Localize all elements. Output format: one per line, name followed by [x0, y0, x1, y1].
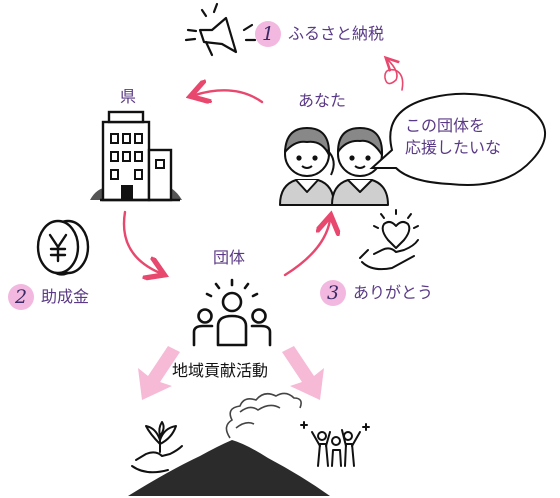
megaphone-icon [184, 2, 257, 57]
step-1-badge: 1 [255, 21, 281, 47]
step-3-label: ありがとう [353, 283, 434, 302]
speech-bubble [369, 92, 547, 186]
two-people-icon [279, 127, 389, 206]
activity-arrows [138, 346, 324, 400]
volcano-icon [128, 392, 330, 496]
heart-hand-icon [359, 209, 419, 271]
group-icon [192, 278, 272, 347]
step-2-label: 助成金 [41, 287, 90, 306]
group-label: 団体 [213, 248, 246, 267]
plant-hand-icon [131, 421, 183, 474]
cycle-arrows [122, 60, 404, 277]
speech-bubble-text: この団体を 応援したいな [405, 115, 501, 159]
activity-label: 地域貢献活動 [172, 361, 269, 380]
yen-coin-icon [36, 219, 90, 276]
building-icon [90, 110, 182, 202]
you-label: あなた [298, 91, 347, 110]
prefecture-label: 県 [120, 87, 137, 106]
arrow-thanks-curl [385, 60, 404, 91]
step-1-label: ふるさと納税 [288, 24, 385, 43]
arrow-prefecture-to-group [122, 210, 160, 273]
arrow-you-to-prefecture [195, 90, 264, 102]
speech-bubble-line-2: 応援したいな [405, 138, 502, 157]
celebrating-people-icon [300, 421, 370, 467]
speech-bubble-line-1: この団体を [405, 116, 486, 135]
step-2-badge: 2 [8, 284, 34, 310]
arrow-group-to-you [283, 220, 330, 277]
step-3-badge: 3 [320, 280, 346, 306]
